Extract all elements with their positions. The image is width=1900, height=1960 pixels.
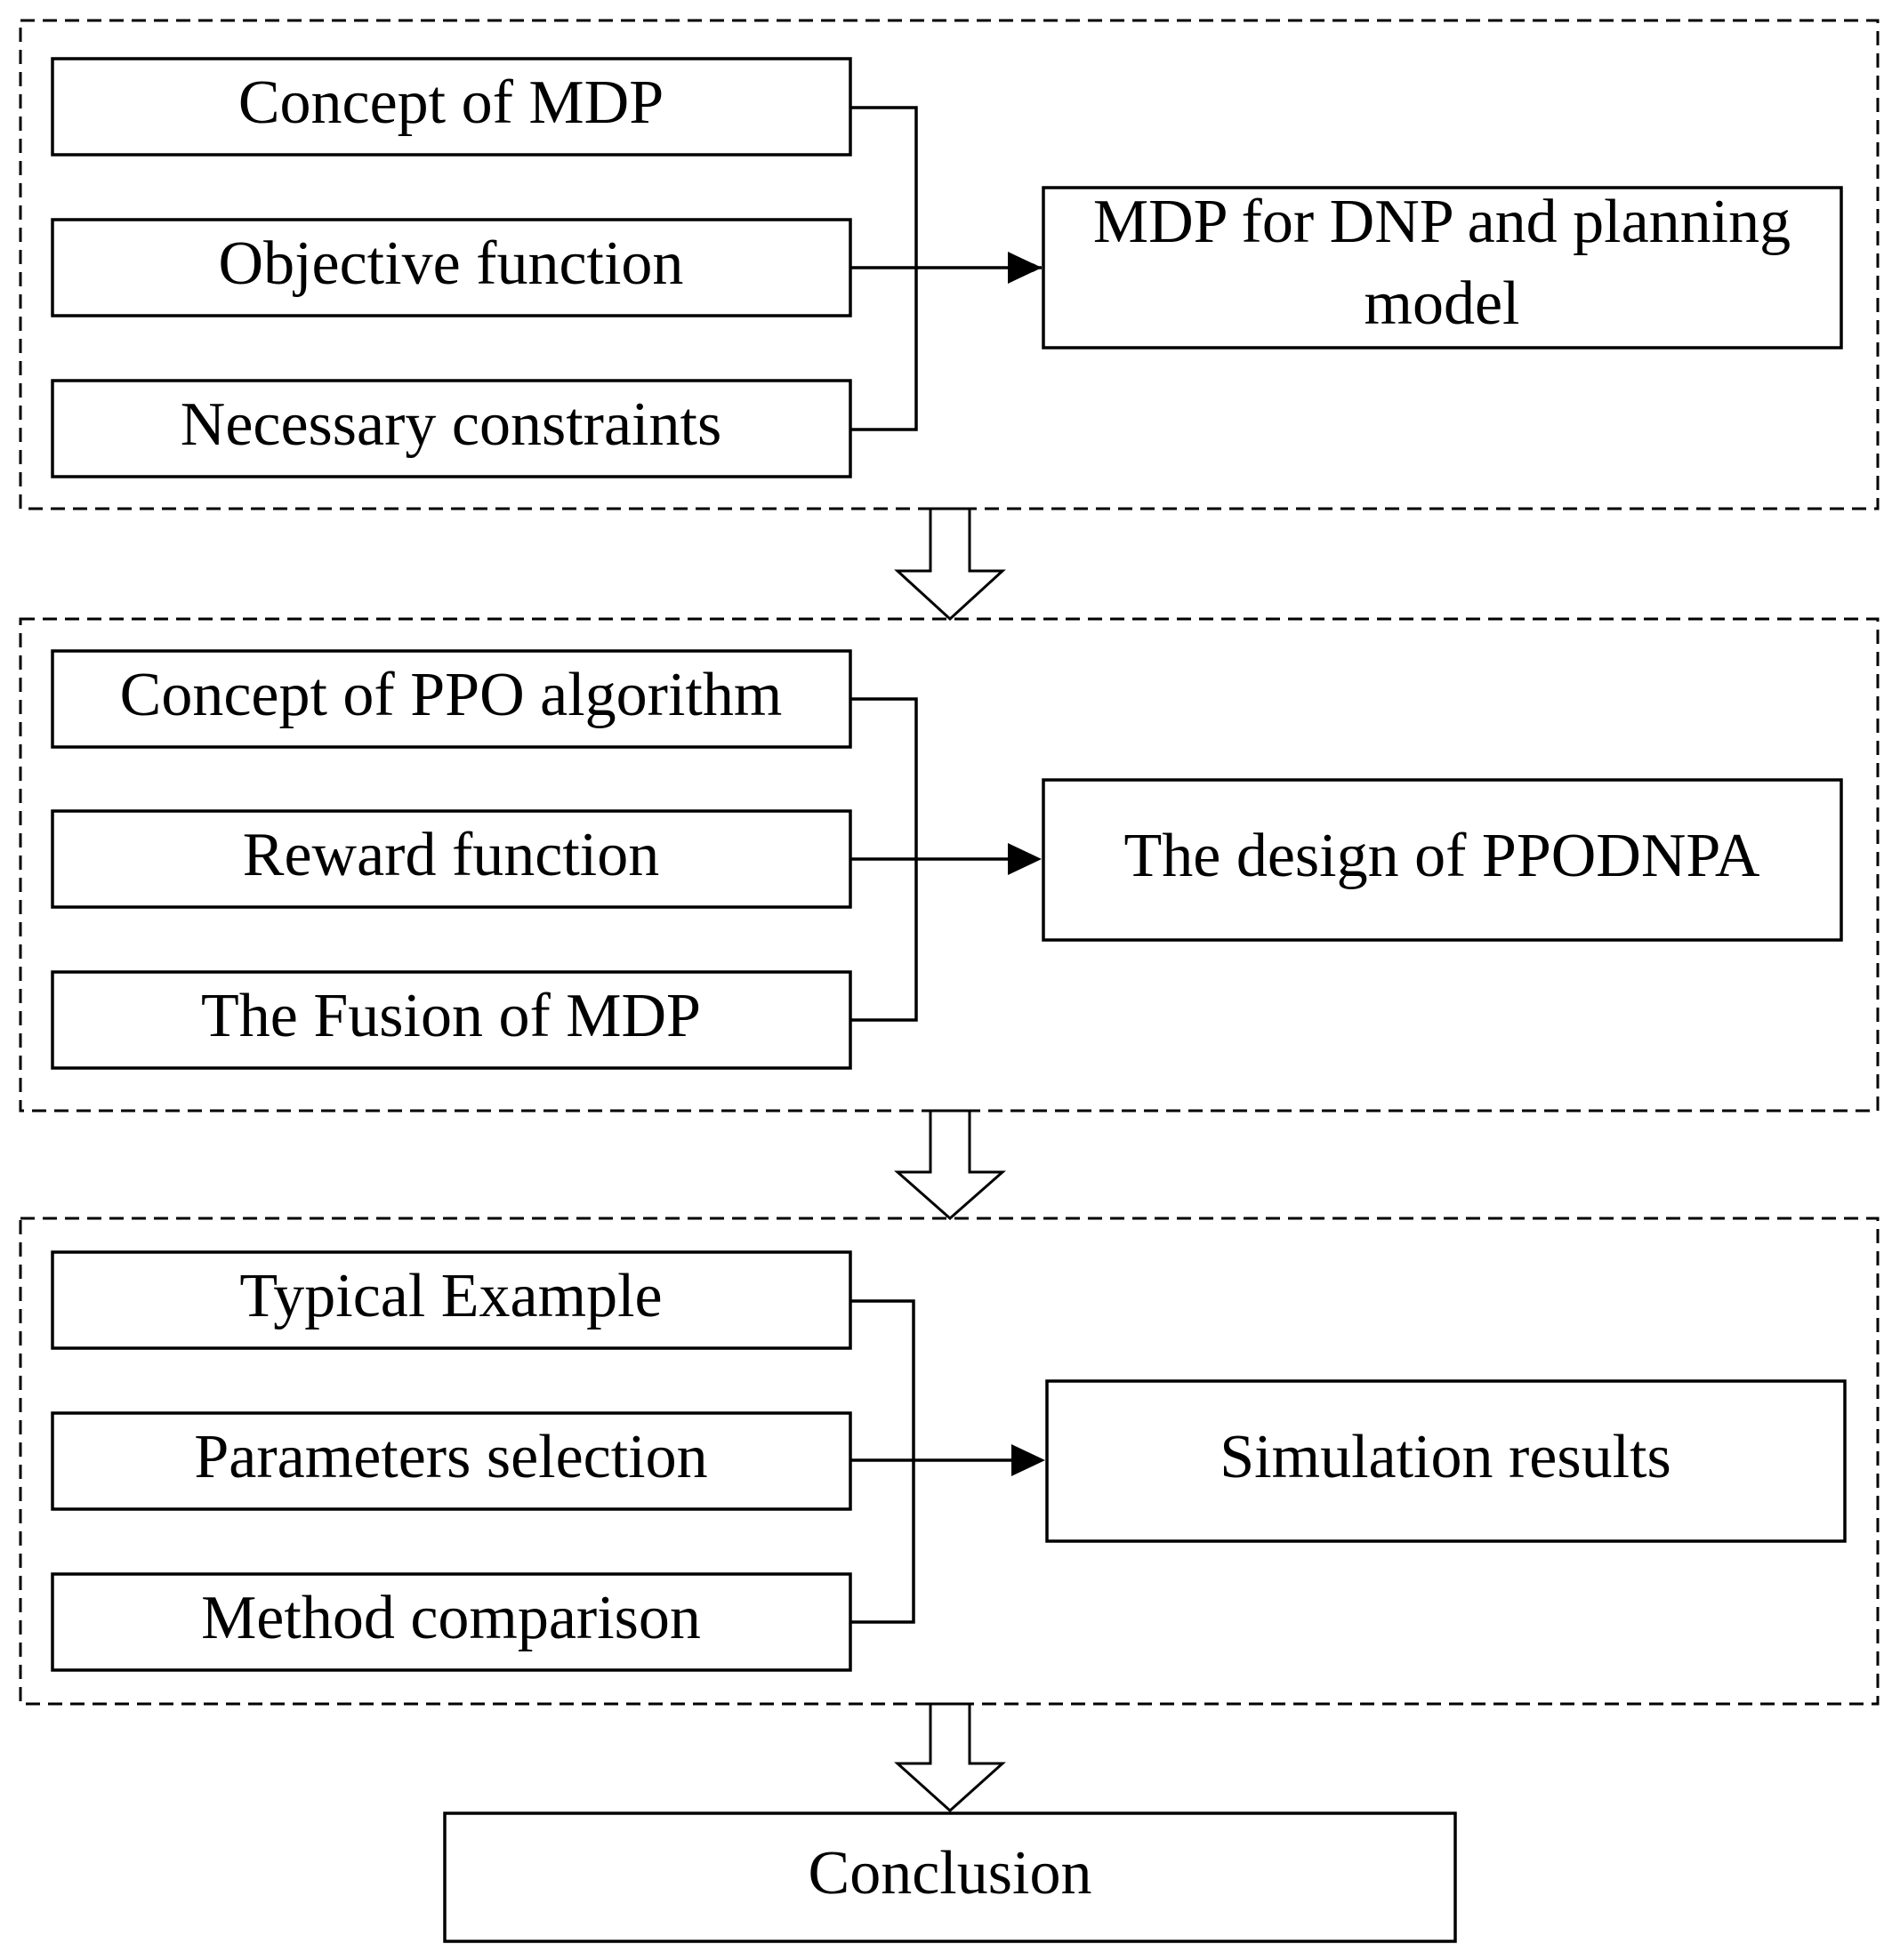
stage-1-output-label-line-1: MDP for DNP and planning: [1093, 188, 1791, 256]
stage-1-input-box-3: [51, 379, 852, 478]
conclusion-label: Conclusion: [809, 1839, 1092, 1908]
conclusion-box: [443, 1811, 1457, 1943]
stage-1-input-box-2: [51, 218, 852, 317]
stage-3-input-box-3: [51, 1572, 852, 1672]
stage-3-input-box-1: [51, 1250, 852, 1350]
stage-2-input-box-3: [51, 970, 852, 1070]
stage-2-input-label-2: Reward function: [243, 821, 659, 889]
stage-2-to-3-arrow: [894, 1109, 1006, 1220]
stage-3-output-label: Simulation results: [1220, 1423, 1671, 1491]
stage-2-group: Concept of PPO algorithm Reward function…: [19, 617, 1880, 1113]
stage-1-input-label-3: Necessary constraints: [181, 390, 721, 459]
stage-1-input-box-1: [51, 57, 852, 157]
stage-1-output-label-line-2: model: [1365, 269, 1520, 338]
stage-3-input-label-3: Method comparison: [201, 1584, 701, 1652]
stage-3-to-conclusion-arrow: [894, 1702, 1006, 1813]
stage-1-to-2-arrow: [894, 507, 1006, 622]
stage-1-output-box: [1042, 186, 1843, 349]
stage-2-input-label-1: Concept of PPO algorithm: [120, 661, 783, 729]
stage-3-input-label-1: Typical Example: [239, 1262, 662, 1330]
stage-1-input-label-2: Objective function: [219, 229, 684, 298]
stage-3-input-label-2: Parameters selection: [194, 1423, 707, 1491]
stage-1-group: Concept of MDP Objective function Necess…: [19, 19, 1880, 510]
stage-3-output-box: [1045, 1379, 1847, 1543]
stage-3-group: Typical Example Parameters selection Met…: [19, 1217, 1880, 1706]
stage-1-arrowhead: [1008, 252, 1042, 284]
stage-2-input-label-3: The Fusion of MDP: [201, 982, 701, 1050]
stage-1-input-label-1: Concept of MDP: [238, 68, 664, 137]
stage-3-input-box-2: [51, 1411, 852, 1511]
stage-3-arrowhead: [1011, 1444, 1045, 1476]
stage-2-output-box: [1042, 778, 1843, 942]
stage-2-arrowhead: [1008, 843, 1042, 875]
stage-2-output-label: The design of PPODNPA: [1124, 822, 1760, 890]
